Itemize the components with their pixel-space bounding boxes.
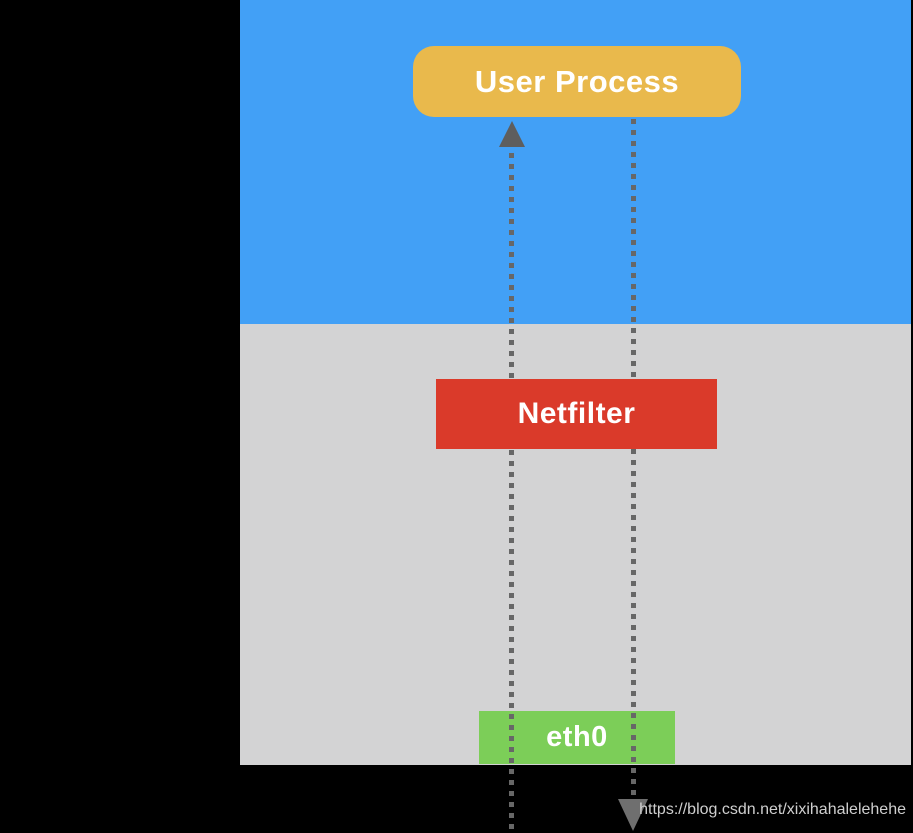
arrow-up-icon xyxy=(499,121,525,147)
user-process-box: User Process xyxy=(413,46,741,117)
watermark-url: https://blog.csdn.net/xixihahalelehehe xyxy=(639,801,906,818)
outbound-flow-dotted-line xyxy=(631,119,636,796)
eth0-label: eth0 xyxy=(546,721,608,753)
netfilter-label: Netfilter xyxy=(517,397,636,430)
user-process-label: User Process xyxy=(474,63,680,99)
netfilter-box: Netfilter xyxy=(436,379,717,449)
inbound-flow-dotted-line xyxy=(509,153,514,833)
arrow-down-icon xyxy=(618,799,648,831)
